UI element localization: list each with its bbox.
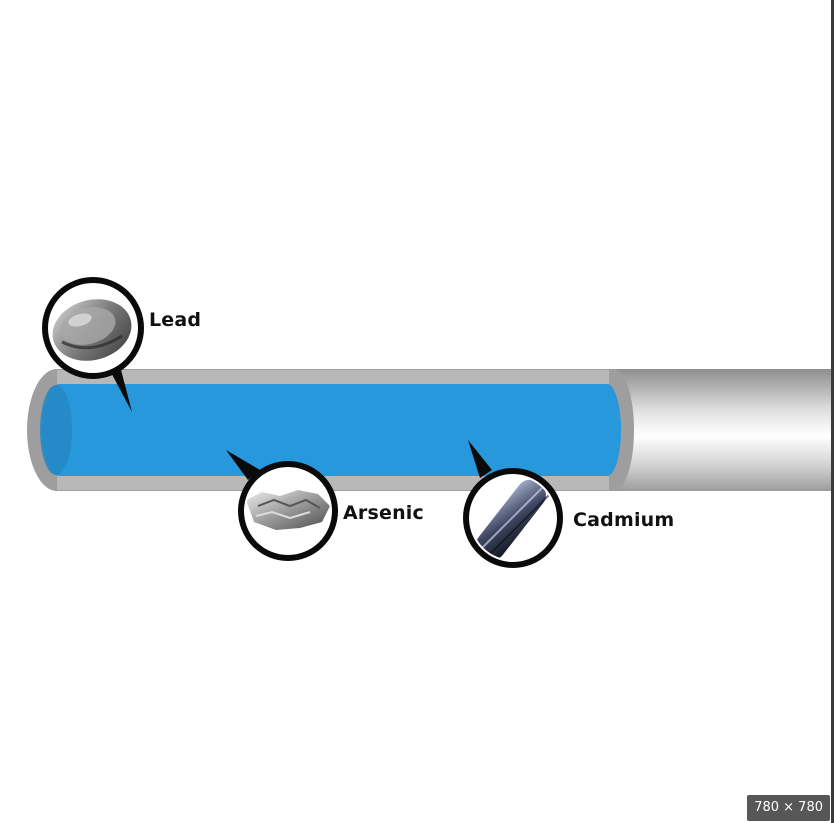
arsenic-callout-pointer [226,450,260,480]
pipe-shell [612,369,834,491]
arsenic-callout [226,450,338,561]
image-size-badge: 780 × 780 [747,795,830,821]
cadmium-callout-pointer [468,440,492,478]
lead-callout [42,277,144,412]
arsenic-label: Arsenic [343,502,424,524]
cadmium-label: Cadmium [573,509,675,531]
cadmium-sample-image [476,479,553,560]
lead-label: Lead [149,309,202,331]
cadmium-callout [463,440,563,568]
lead-sample-image [52,299,132,361]
lead-callout-pointer [106,363,132,412]
viewer-right-edge [831,0,834,823]
arsenic-sample-image [246,490,330,530]
